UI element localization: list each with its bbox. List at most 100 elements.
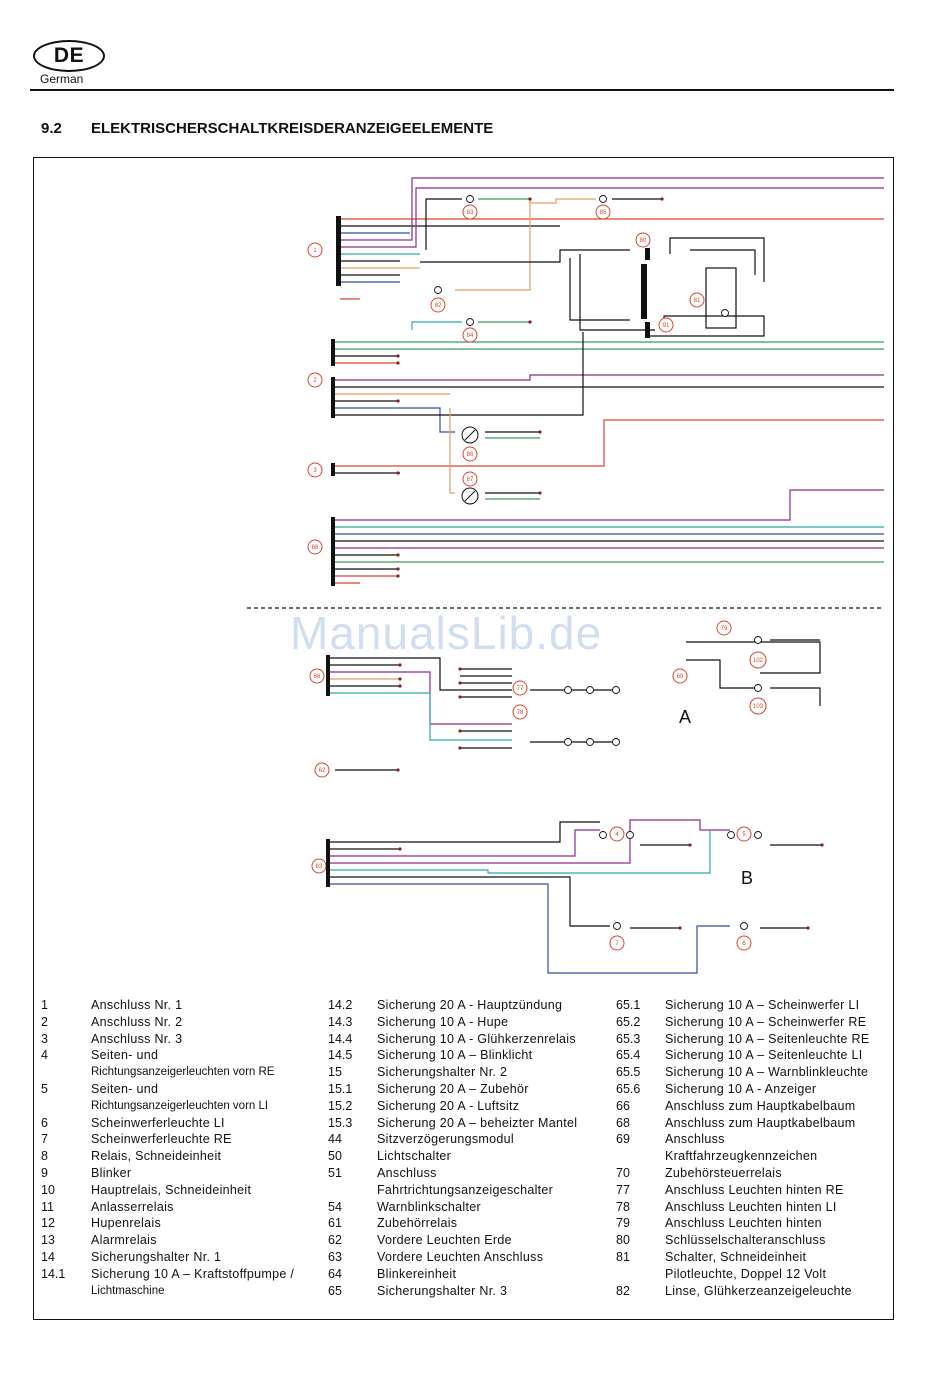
legend-item: 14.4 Sicherung 10 A - Glühkerzenrelais <box>328 1031 608 1048</box>
legend-number: 65 <box>328 1283 342 1298</box>
legend-text: Sicherung 10 A – Scheinwerfer LI <box>665 998 860 1012</box>
legend-item: 44 Sitzverzögerungsmodul <box>328 1131 608 1148</box>
legend-number: 14.5 <box>328 1048 353 1063</box>
header-rule <box>30 89 894 91</box>
legend-number <box>616 1266 665 1283</box>
legend-text: Warnblinkschalter <box>377 1199 481 1214</box>
legend-text: Schlüsselschalteranschluss <box>665 1233 826 1248</box>
legend-number: 15 <box>328 1065 342 1080</box>
svg-text:66: 66 <box>314 674 321 680</box>
svg-text:7: 7 <box>615 941 619 947</box>
legend-text: Sicherungshalter Nr. 2 <box>377 1065 508 1080</box>
svg-text:77: 77 <box>517 686 524 692</box>
svg-text:2: 2 <box>313 378 317 384</box>
legend-text: Relais, Schneideinheit <box>91 1149 222 1164</box>
svg-text:4: 4 <box>615 832 619 838</box>
legend-number: 9 <box>41 1165 48 1180</box>
legend-number <box>328 1182 377 1199</box>
legend-text: Anschluss Nr. 2 <box>91 1014 183 1029</box>
legend-text: Sicherung 20 A – beheizter Mantel <box>377 1115 578 1130</box>
legend-number: 69 <box>616 1132 630 1147</box>
legend-text: Zubehörsteuerrelais <box>665 1165 782 1180</box>
svg-text:91: 91 <box>663 323 670 329</box>
legend-text: Anschluss Nr. 1 <box>91 998 183 1012</box>
svg-text:81: 81 <box>694 298 701 304</box>
legend-text: Pilotleuchte, Doppel 12 Volt <box>665 1266 827 1281</box>
legend-number: 65.3 <box>616 1031 641 1046</box>
section-title: ELEKTRISCHERSCHALTKREISDERANZEIGEELEMENT… <box>91 120 494 137</box>
legend-number: 68 <box>616 1115 630 1130</box>
section-number: 9.2 <box>41 120 62 137</box>
svg-text:5: 5 <box>742 832 746 838</box>
legend-number: 15.1 <box>328 1081 353 1096</box>
legend-item: Fahrtrichtungsanzeigeschalter <box>328 1182 608 1199</box>
legend-text: Anschluss <box>665 1132 725 1147</box>
legend-text: Sicherung 10 A – Blinklicht <box>377 1048 533 1063</box>
legend-text: Sitzverzögerungsmodul <box>377 1132 514 1147</box>
legend-number: 12 <box>41 1216 55 1231</box>
legend-text: Sicherung 20 A - Hauptzündung <box>377 998 563 1012</box>
legend-text: Sicherung 10 A – Seitenleuchte LI <box>665 1048 863 1063</box>
svg-text:3: 3 <box>313 468 317 474</box>
diagram-label-a: A <box>679 707 692 727</box>
watermark: ManualsLib.de <box>290 607 603 659</box>
legend-number: 6 <box>41 1115 48 1130</box>
legend-number: 65.6 <box>616 1081 641 1096</box>
legend-number: 5 <box>41 1081 48 1096</box>
legend-number: 82 <box>616 1283 630 1298</box>
legend-number <box>41 1283 91 1300</box>
legend-number: 15.2 <box>328 1098 353 1113</box>
legend-text: Anschluss Leuchten hinten <box>665 1216 822 1231</box>
legend-number: 15.3 <box>328 1115 353 1130</box>
legend-number: 50 <box>328 1149 342 1164</box>
legend-text: Sicherung 10 A - Hupe <box>377 1014 509 1029</box>
legend-text: Hupenrelais <box>91 1216 162 1231</box>
svg-text:103: 103 <box>753 704 764 710</box>
legend-text: Vordere Leuchten Anschluss <box>377 1249 544 1264</box>
legend-number: 65.5 <box>616 1065 641 1080</box>
legend-number: 79 <box>616 1216 630 1231</box>
legend-number: 14.4 <box>328 1031 353 1046</box>
svg-text:62: 62 <box>319 768 326 774</box>
legend-text: Lichtmaschine <box>91 1284 165 1297</box>
legend-number: 66 <box>616 1098 630 1113</box>
legend-number: 65.2 <box>616 1014 641 1029</box>
svg-text:83: 83 <box>467 210 474 216</box>
legend-text: Seiten- und <box>91 1048 159 1063</box>
svg-text:79: 79 <box>721 626 728 632</box>
legend-text: Zubehörrelais <box>377 1216 458 1231</box>
legend-item: Richtungsanzeigerleuchten vorn RE <box>41 1064 311 1081</box>
legend-text: Richtungsanzeigerleuchten vorn LI <box>91 1099 269 1112</box>
legend-number: 3 <box>41 1031 48 1046</box>
legend-number <box>616 1148 665 1165</box>
legend-item: 79 Anschluss Leuchten hinten <box>616 1215 894 1232</box>
legend-text: Alarmrelais <box>91 1233 157 1248</box>
legend-text: Vordere Leuchten Erde <box>377 1233 512 1248</box>
svg-text:69: 69 <box>677 674 684 680</box>
legend-number: 44 <box>328 1132 342 1147</box>
svg-text:102: 102 <box>753 658 764 664</box>
legend-text: Sicherung 10 A - Glühkerzenrelais <box>377 1031 576 1046</box>
legend-item: Kraftfahrzeugkennzeichen <box>616 1148 894 1165</box>
